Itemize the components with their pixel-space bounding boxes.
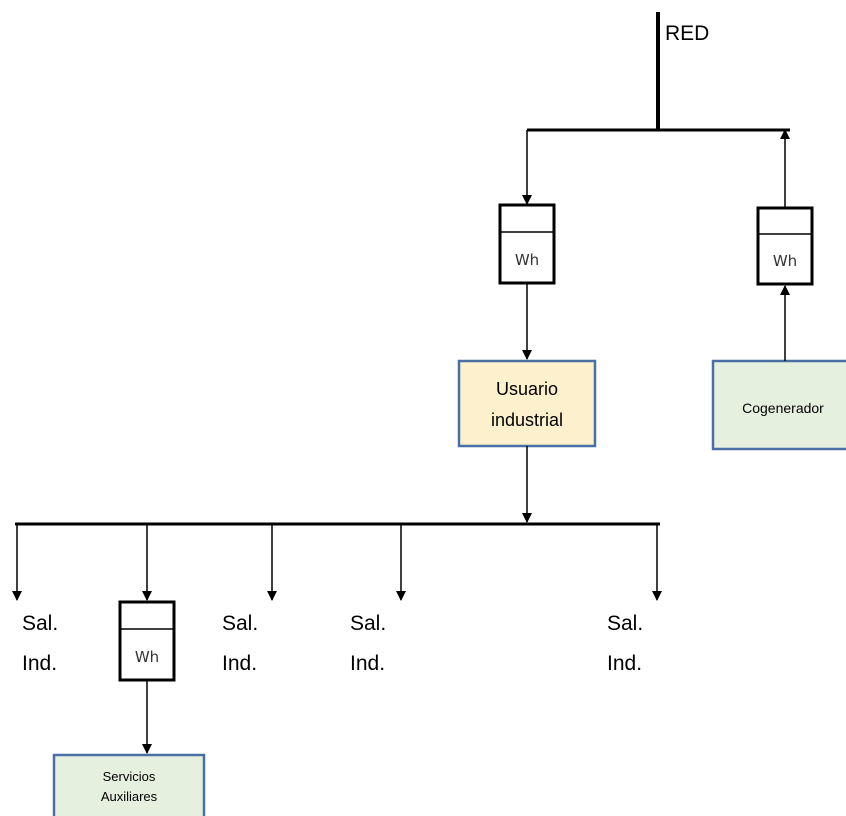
meter-cogenerator-label: Wh <box>773 252 797 270</box>
output-label-1: Sal. Ind. <box>22 612 58 675</box>
auxiliary-services-box: Servicios Auxiliares <box>52 753 206 816</box>
cogenerator-label: Cogenerador <box>742 400 824 416</box>
svg-text:Ind.: Ind. <box>350 652 385 675</box>
auxiliary-services-line2: Auxiliares <box>101 789 158 804</box>
svg-text:Ind.: Ind. <box>22 652 57 675</box>
output-label-4: Sal. Ind. <box>607 612 643 675</box>
svg-text:Ind.: Ind. <box>222 652 257 675</box>
svg-text:Sal.: Sal. <box>22 612 58 635</box>
svg-text:Sal.: Sal. <box>350 612 386 635</box>
meter-auxiliary-label: Wh <box>135 648 159 666</box>
meter-user-label: Wh <box>515 251 539 269</box>
industrial-user-box: Usuario industrial <box>457 359 597 448</box>
output-label-3: Sal. Ind. <box>350 612 386 675</box>
meter-user: Wh <box>498 203 556 285</box>
meter-cogenerator: Wh <box>756 206 814 286</box>
grid-label: RED <box>665 22 709 45</box>
auxiliary-services-line1: Servicios <box>103 769 156 784</box>
output-label-2: Sal. Ind. <box>222 612 258 675</box>
cogenerator-box: Cogenerador <box>711 359 846 451</box>
industrial-user-line2: industrial <box>491 410 563 430</box>
svg-text:Sal.: Sal. <box>607 612 643 635</box>
svg-text:Ind.: Ind. <box>607 652 642 675</box>
meter-auxiliary: Wh <box>118 600 176 682</box>
svg-text:Sal.: Sal. <box>222 612 258 635</box>
industrial-user-line1: Usuario <box>496 379 558 399</box>
